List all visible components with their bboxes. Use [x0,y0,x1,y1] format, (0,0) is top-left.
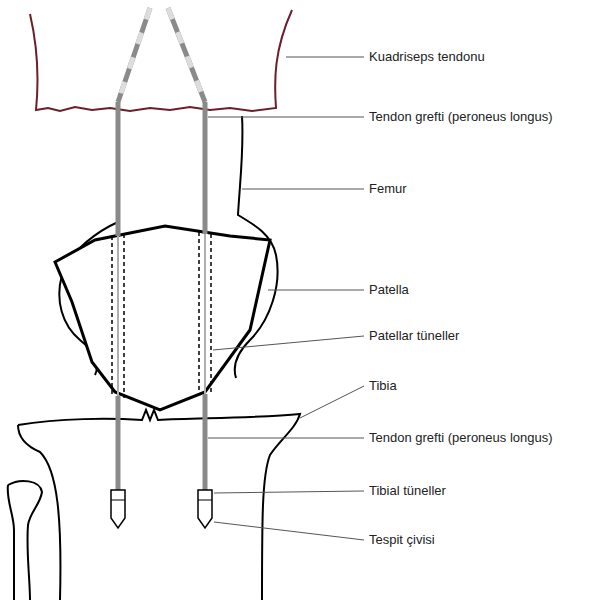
part-label: Patellar tüneller [368,328,460,344]
tendon-graft [118,102,205,492]
part-label: Kuadriseps tendonu [368,49,486,65]
part-label: Tespit çivisi [368,532,436,548]
fixation-screw [111,500,125,501]
part-label: Patella [368,282,410,298]
patellar-tunnels [112,232,211,398]
tibia-outline [18,425,60,600]
tendon-graft [118,8,205,102]
leader-lines [208,57,364,540]
fixation-screw [198,500,212,501]
part-label: Femur [368,181,408,197]
part-label: Tendon grefti (peroneus longus) [368,109,554,125]
part-label: Tibial tüneller [368,483,447,499]
patella [55,226,270,410]
fixation-screw [198,490,212,528]
fibula-outline [8,481,42,600]
part-label: Tendon grefti (peroneus longus) [368,430,554,446]
fixation-screw [111,490,125,528]
tendon-graft [118,234,205,396]
quadriceps-tendon [30,10,292,111]
part-label: Tibia [368,378,398,394]
